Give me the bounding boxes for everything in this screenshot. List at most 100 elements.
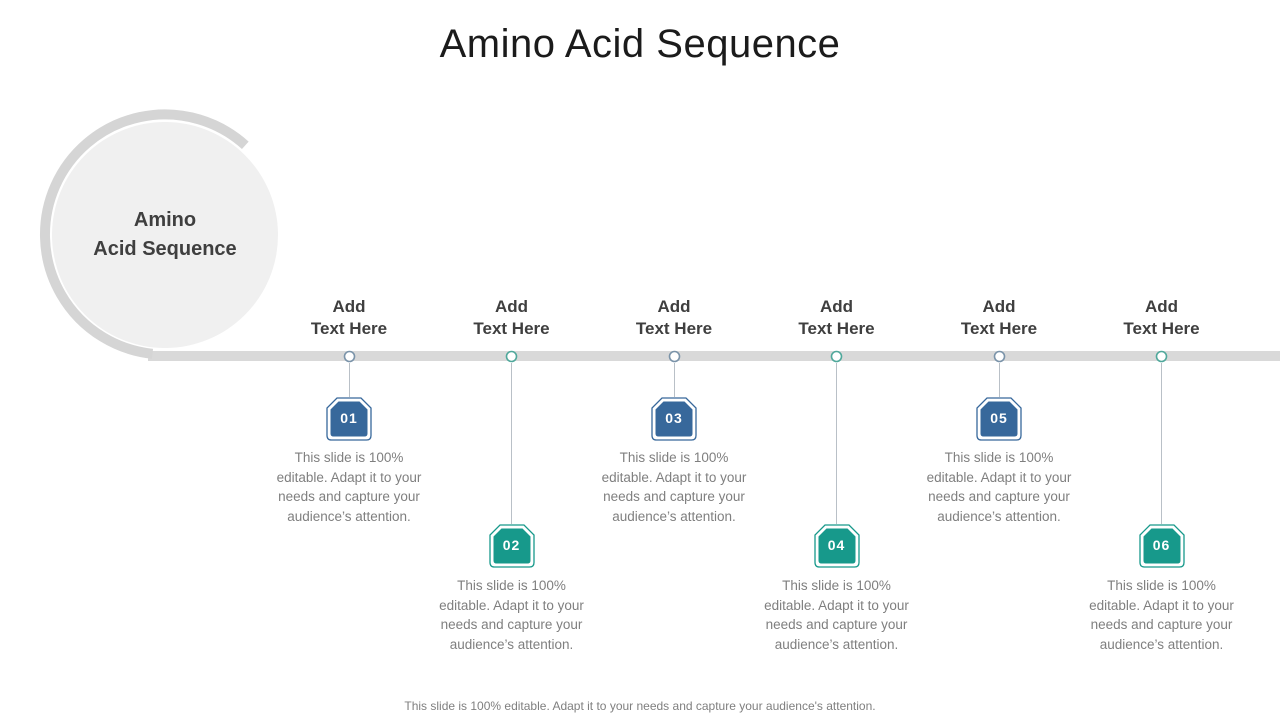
timeline-node-dot — [505, 350, 518, 363]
step-description-line: needs and capture your — [278, 489, 420, 504]
step-tag-shape — [1138, 524, 1185, 568]
timeline-node-dot-circle — [668, 350, 680, 363]
step-description-line: audience’s attention. — [287, 508, 411, 524]
step-heading-line2: Text Here — [798, 319, 875, 338]
step-description: This slide is 100% editable. Adapt it to… — [422, 576, 602, 654]
step-number-tag: 02 — [488, 524, 535, 568]
step-tag-fill — [980, 401, 1018, 437]
step-description-line: editable. Adapt it to your — [601, 469, 747, 485]
step-heading: Add Text Here — [756, 296, 918, 340]
step-number-tag: 05 — [976, 397, 1022, 441]
step-heading: Add Text Here — [268, 296, 430, 340]
step-tag-shape — [813, 524, 860, 568]
step-heading: Add Text Here — [431, 296, 593, 340]
timeline-node-dot — [830, 350, 843, 363]
step-tag-shape — [326, 397, 372, 441]
step-description-line: needs and capture your — [1090, 617, 1233, 632]
step-number: 04 — [827, 537, 846, 553]
timeline-step: Add Text Here 01 This slide is 100% edit… — [268, 0, 430, 720]
step-description-line: needs and capture your — [440, 617, 583, 632]
step-description-line: audience’s attention. — [937, 508, 1061, 524]
step-description-line: This slide is 100% — [294, 450, 404, 465]
step-description-line: needs and capture your — [765, 617, 908, 632]
timeline-node-dot — [993, 350, 1005, 363]
timeline-step: Add Text Here 05 This slide is 100% edit… — [918, 0, 1080, 720]
timeline-step: Add Text Here 02 This slide is 100% edit… — [431, 0, 593, 720]
step-tag-shape — [651, 397, 697, 441]
timeline-node-dot-circle — [505, 350, 518, 363]
timeline-step: Add Text Here 04 This slide is 100% edit… — [756, 0, 918, 720]
step-heading-line1: Add — [332, 297, 366, 316]
step-heading: Add Text Here — [593, 296, 755, 340]
step-heading-line2: Text Here — [960, 319, 1038, 338]
step-description: This slide is 100% editable. Adapt it to… — [584, 448, 764, 526]
step-tag-fill — [818, 528, 855, 564]
timeline-node-dot-circle — [830, 350, 843, 363]
step-description-line: editable. Adapt it to your — [1089, 597, 1234, 613]
step-description-line: This slide is 100% — [944, 450, 1054, 465]
step-number: 01 — [340, 410, 358, 426]
step-heading-line1: Add — [657, 297, 691, 316]
step-description-line: audience’s attention. — [774, 636, 899, 652]
step-description: This slide is 100% editable. Adapt it to… — [747, 576, 927, 654]
intro-circle: Amino Acid Sequence — [52, 122, 278, 348]
step-tag-fill — [330, 401, 368, 437]
step-description-line: This slide is 100% — [619, 450, 729, 465]
circle-arc-decoration — [40, 109, 249, 359]
step-heading-line1: Add — [494, 297, 529, 316]
step-heading-line2: Text Here — [1123, 319, 1200, 338]
timeline-node-dot-circle — [1155, 350, 1168, 363]
step-heading-line2: Text Here — [310, 319, 388, 338]
step-number-tag: 06 — [1138, 524, 1185, 568]
step-description-line: This slide is 100% — [1107, 578, 1216, 593]
step-tag-shape — [488, 524, 535, 568]
timeline-node-dot — [1155, 350, 1168, 363]
step-heading-line2: Text Here — [635, 319, 713, 338]
step-description-line: audience’s attention. — [612, 508, 736, 524]
step-description: This slide is 100% editable. Adapt it to… — [909, 448, 1089, 526]
timeline-node-dot — [343, 350, 355, 363]
step-number-tag: 03 — [651, 397, 697, 441]
timeline-node-dot-circle — [993, 350, 1005, 363]
step-number-tag: 01 — [326, 397, 372, 441]
step-connector-line — [673, 363, 675, 397]
intro-circle-label-line2: Acid Sequence — [93, 238, 237, 260]
timeline-step: Add Text Here 06 This slide is 100% edit… — [1081, 0, 1243, 720]
step-description-line: editable. Adapt it to your — [764, 597, 909, 613]
step-connector-line — [511, 363, 512, 524]
step-tag-fill — [493, 528, 530, 564]
timeline-node-dot — [668, 350, 680, 363]
step-description: This slide is 100% editable. Adapt it to… — [1072, 576, 1252, 654]
step-connector-line — [348, 363, 350, 397]
slide-title: Amino Acid Sequence — [439, 22, 841, 66]
step-connector-line — [836, 363, 837, 524]
step-description-line: This slide is 100% — [457, 578, 566, 593]
intro-circle-label-line1: Amino — [133, 209, 197, 231]
step-heading-line2: Text Here — [473, 319, 550, 338]
step-description-line: needs and capture your — [928, 489, 1070, 504]
step-heading-line1: Add — [982, 297, 1016, 316]
step-tag-fill — [1143, 528, 1180, 564]
timeline-step: Add Text Here 03 This slide is 100% edit… — [593, 0, 755, 720]
step-description-line: editable. Adapt it to your — [276, 469, 422, 485]
step-connector-line — [998, 363, 1000, 397]
step-heading: Add Text Here — [1081, 296, 1243, 340]
step-description-line: editable. Adapt it to your — [439, 597, 584, 613]
step-heading-line1: Add — [1144, 297, 1179, 316]
step-number: 03 — [665, 410, 683, 426]
intro-circle-label: Amino Acid Sequence — [93, 206, 236, 264]
step-tag-shape — [976, 397, 1022, 441]
step-number: 06 — [1152, 537, 1171, 553]
step-number: 02 — [502, 537, 521, 553]
step-connector-line — [1161, 363, 1162, 524]
step-description-line: editable. Adapt it to your — [926, 469, 1072, 485]
step-number-tag: 04 — [813, 524, 860, 568]
step-description-line: needs and capture your — [603, 489, 745, 504]
footer-note: This slide is 100% editable. Adapt it to… — [404, 699, 876, 713]
step-description-line: audience’s attention. — [1099, 636, 1224, 652]
timeline-bar — [148, 351, 1280, 361]
timeline-node-dot-circle — [343, 350, 355, 363]
step-description-line: This slide is 100% — [782, 578, 891, 593]
step-heading: Add Text Here — [918, 296, 1080, 340]
